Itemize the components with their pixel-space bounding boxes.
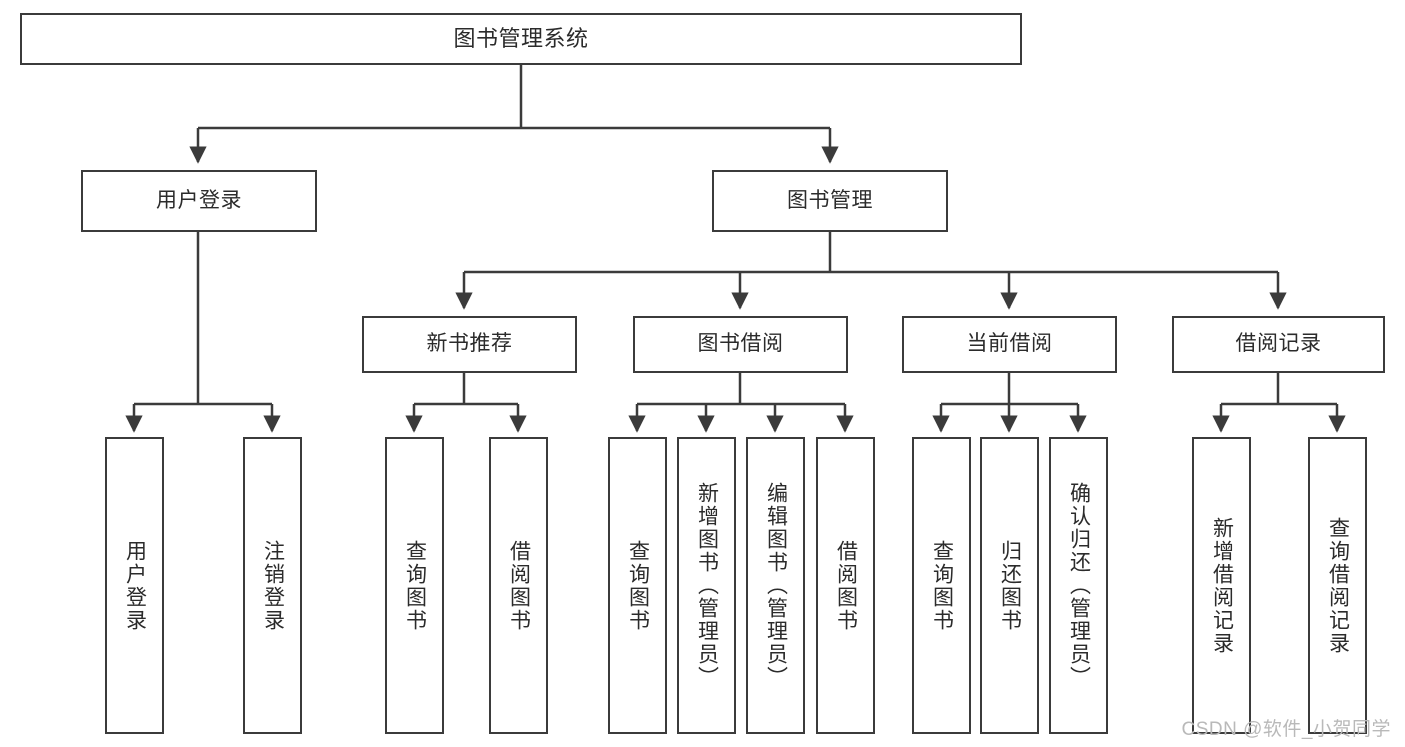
leaf-user-login-login[interactable]: 用户登录 — [105, 437, 164, 734]
node-root-system[interactable]: 图书管理系统 — [20, 13, 1022, 65]
leaf-borrow-records-add-record[interactable]: 新增借阅记录 — [1192, 437, 1251, 734]
node-label: 借阅图书 — [834, 539, 858, 632]
node-label: 图书管理系统 — [453, 26, 589, 52]
leaf-book-borrow-add-book-admin[interactable]: 新增图书（管理员） — [677, 437, 736, 734]
leaf-book-borrow-query-book[interactable]: 查询图书 — [608, 437, 667, 734]
node-label: 确认归还（管理员） — [1067, 482, 1091, 689]
node-label: 查询图书 — [403, 539, 427, 632]
node-label: 归还图书 — [998, 539, 1022, 632]
node-label: 编辑图书（管理员） — [764, 482, 788, 689]
node-label: 查询借阅记录 — [1326, 516, 1350, 655]
node-label: 当前借阅 — [966, 332, 1053, 356]
node-label: 查询图书 — [626, 539, 650, 632]
node-user-login[interactable]: 用户登录 — [81, 170, 317, 232]
leaf-borrow-records-query-record[interactable]: 查询借阅记录 — [1308, 437, 1367, 734]
node-label: 图书借阅 — [697, 332, 784, 356]
leaf-new-book-query-book[interactable]: 查询图书 — [385, 437, 444, 734]
leaf-book-borrow-borrow-book[interactable]: 借阅图书 — [816, 437, 875, 734]
leaf-current-borrow-query-book[interactable]: 查询图书 — [912, 437, 971, 734]
leaf-current-borrow-return-book[interactable]: 归还图书 — [980, 437, 1039, 734]
node-label: 借阅记录 — [1235, 332, 1322, 356]
csdn-watermark: CSDN @软件_小贺同学 — [1181, 719, 1391, 740]
node-new-book-recommend[interactable]: 新书推荐 — [362, 316, 577, 373]
node-label: 用户登录 — [156, 188, 242, 212]
node-label: 借阅图书 — [507, 539, 531, 632]
node-book-borrow[interactable]: 图书借阅 — [633, 316, 848, 373]
node-label: 图书管理 — [787, 188, 873, 212]
node-current-borrow[interactable]: 当前借阅 — [902, 316, 1117, 373]
node-label: 查询图书 — [930, 539, 954, 632]
node-label: 新增借阅记录 — [1210, 516, 1234, 655]
leaf-new-book-borrow-book[interactable]: 借阅图书 — [489, 437, 548, 734]
node-label: 用户登录 — [123, 539, 147, 632]
node-label: 注销登录 — [261, 539, 285, 632]
node-label: 新书推荐 — [426, 332, 513, 356]
node-book-management[interactable]: 图书管理 — [712, 170, 948, 232]
node-borrow-records[interactable]: 借阅记录 — [1172, 316, 1385, 373]
node-label: 新增图书（管理员） — [695, 482, 719, 689]
leaf-current-borrow-confirm-return-admin[interactable]: 确认归还（管理员） — [1049, 437, 1108, 734]
leaf-user-login-logout[interactable]: 注销登录 — [243, 437, 302, 734]
leaf-book-borrow-edit-book-admin[interactable]: 编辑图书（管理员） — [746, 437, 805, 734]
